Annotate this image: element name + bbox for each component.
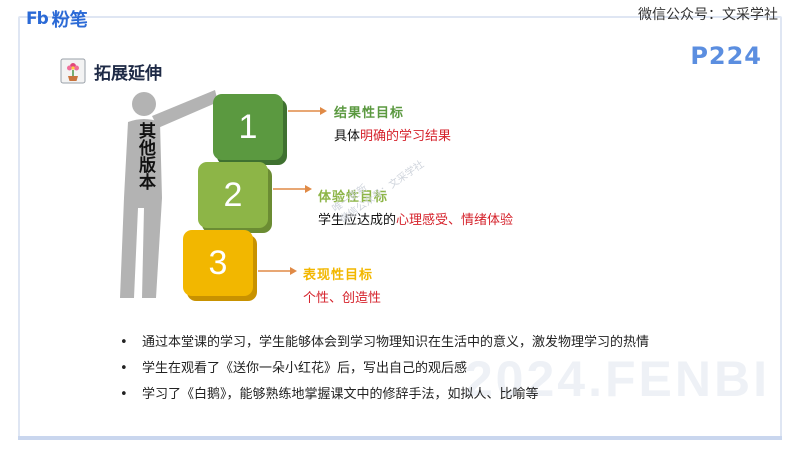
vertical-label: 其他版本 (135, 122, 155, 190)
list-item: 通过本堂课的学习，学生能够体会到学习物理知识在生活中的意义，激发物理学习的热情 (120, 330, 649, 356)
block-3: 3 (183, 230, 253, 296)
arrow-right-icon (273, 185, 312, 193)
block-1: 1 (213, 94, 283, 160)
goal-desc-performance: 个性、创造性 (303, 287, 381, 306)
goal-desc-plain: 学生应达成的 (318, 213, 397, 228)
flower-pot-icon (60, 58, 86, 84)
logo-text: 粉笔 (51, 10, 88, 31)
goal-desc-highlight: 心理感受、情绪体验 (396, 213, 514, 228)
section-title: 拓展延伸 (94, 63, 162, 84)
top-watermark: 微信公众号：文采学社 (638, 7, 778, 23)
goal-label-experience: 体验性目标 (318, 190, 389, 205)
section-header: 拓展延伸 (60, 58, 162, 84)
logo: Fb 粉笔 (26, 6, 88, 32)
arrow-right-icon (288, 107, 327, 115)
logo-mark: Fb (26, 9, 49, 29)
goal-label-performance: 表现性目标 (303, 268, 374, 283)
page-number: P224 (690, 42, 762, 70)
list-item: 学生在观看了《送你一朵小红花》后，写出自己的观后感 (120, 356, 649, 382)
block-2: 2 (198, 162, 268, 228)
goal-desc-experience: 学生应达成的心理感受、情绪体验 (318, 209, 513, 228)
list-item: 学习了《白鹅》，能够熟练地掌握课文中的修辞手法，如拟人、比喻等 (120, 382, 649, 408)
arrow-right-icon (258, 267, 297, 275)
goal-label-result: 结果性目标 (334, 106, 405, 121)
goal-desc-result: 具体明确的学习结果 (334, 125, 451, 144)
goal-desc-highlight: 明确的学习结果 (360, 129, 452, 144)
slide-frame-bottom-bar (18, 436, 782, 440)
goal-desc-highlight: 个性、创造性 (303, 291, 382, 306)
person-figure-icon (120, 90, 218, 298)
bullet-list: 通过本堂课的学习，学生能够体会到学习物理知识在生活中的意义，激发物理学习的热情 … (120, 330, 649, 408)
goal-desc-plain: 具体 (334, 129, 361, 144)
